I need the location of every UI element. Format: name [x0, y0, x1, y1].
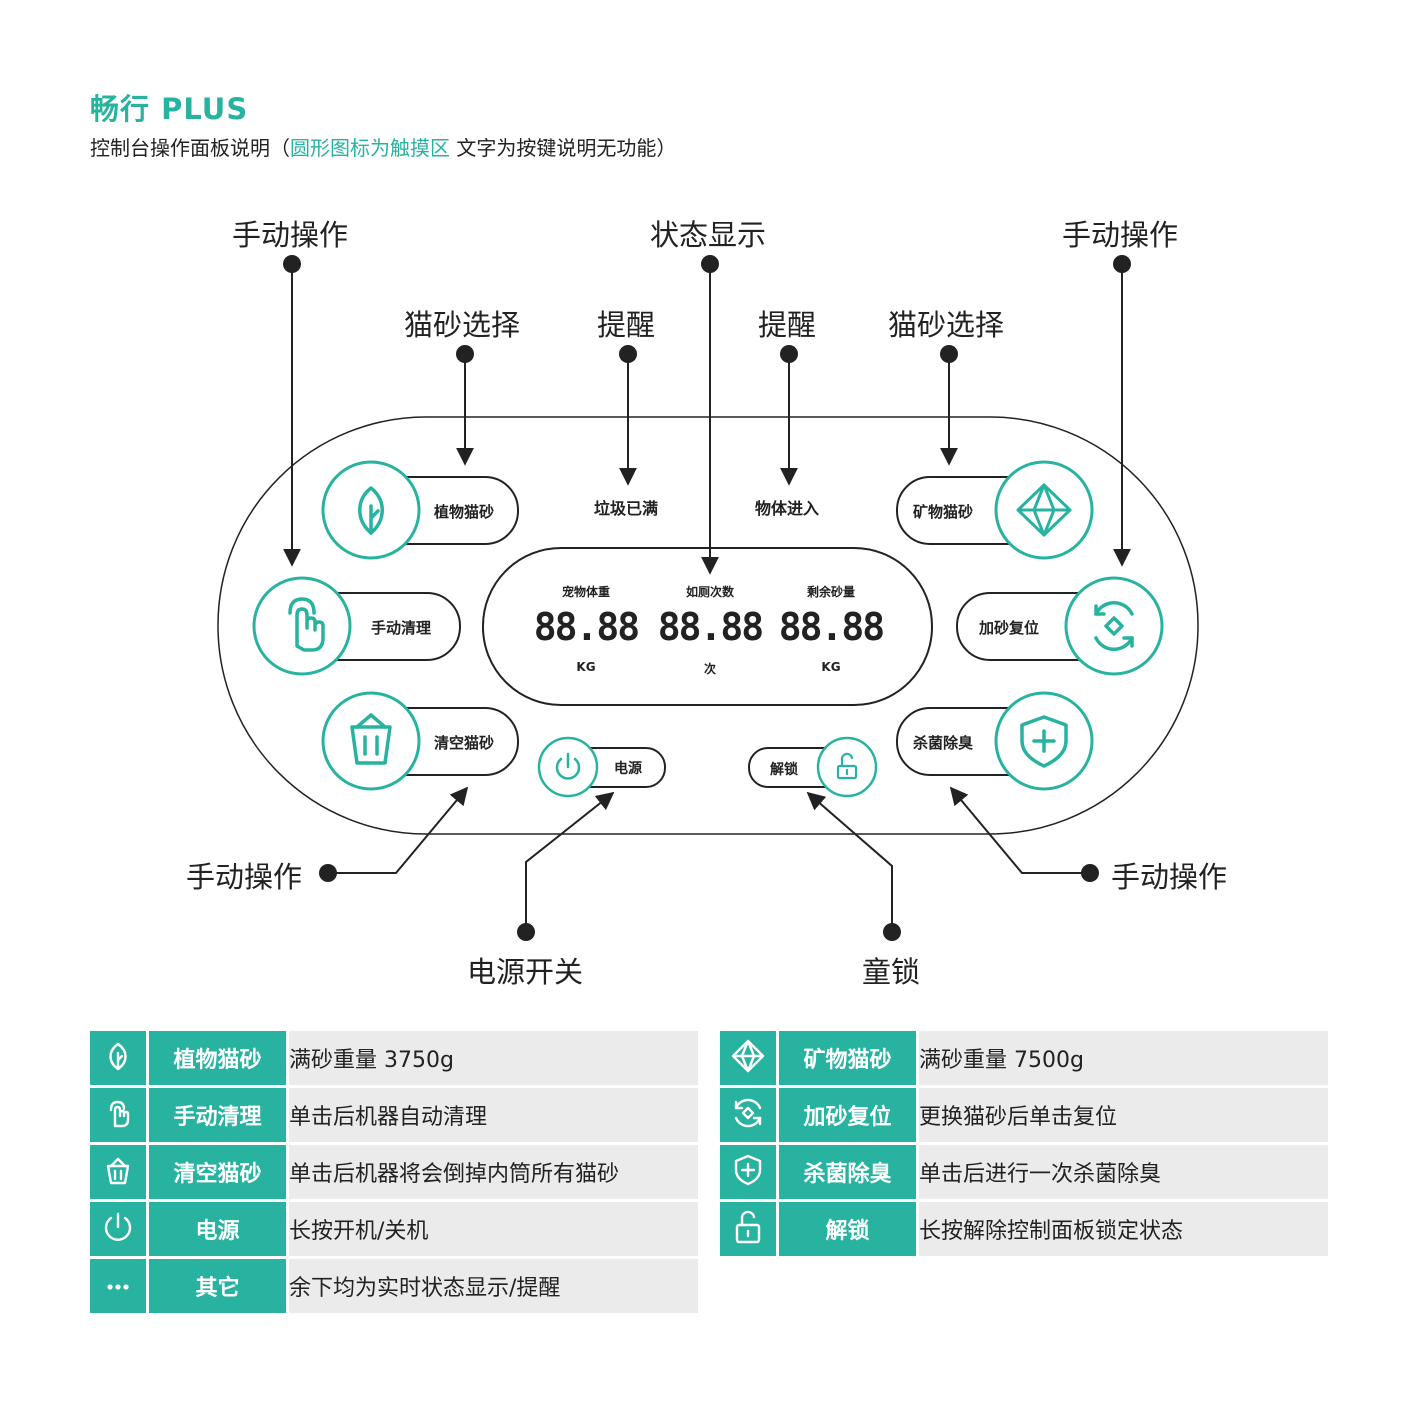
object-enter-indicator: 物体进入	[755, 499, 820, 518]
sterilize-button[interactable]: 杀菌除臭	[913, 734, 974, 752]
legend-name: 其它	[149, 1259, 286, 1313]
plant-litter-button[interactable]: 植物猫砂	[434, 503, 495, 521]
metric-value: 88.88	[778, 605, 885, 649]
manual-clean-shape	[252, 576, 461, 676]
diamond-icon	[731, 1039, 765, 1073]
metric-value: 88.88	[657, 605, 764, 649]
legend-name: 矿物猫砂	[779, 1031, 916, 1085]
shield-plus-icon	[1020, 715, 1068, 768]
table-row: 解锁 长按解除控制面板锁定状态	[720, 1202, 1328, 1256]
legend-desc: 满砂重量 3750g	[289, 1031, 698, 1085]
power-icon	[555, 752, 581, 780]
power-button[interactable]: 电源	[614, 761, 642, 777]
callout-remind-right: 提醒	[758, 308, 817, 342]
legend-name: 解锁	[779, 1202, 916, 1256]
shield-plus-icon	[734, 1154, 762, 1186]
power-icon	[104, 1212, 132, 1241]
table-row: 加砂复位 更换猫砂后单击复位	[720, 1088, 1328, 1142]
panel-diagram	[217, 255, 1199, 941]
legend-desc: 更换猫砂后单击复位	[919, 1088, 1328, 1142]
table-row: 植物猫砂 满砂重量 3750g	[90, 1031, 698, 1085]
legend-icon-cell	[720, 1202, 776, 1256]
subtitle-prefix: 控制台操作面板说明（	[90, 136, 290, 160]
panel-outline	[217, 416, 1199, 835]
empty-litter-shape	[321, 691, 519, 791]
legend-name: 加砂复位	[779, 1088, 916, 1142]
callout-power-switch: 电源开关	[467, 955, 584, 989]
table-row: 其它 余下均为实时状态显示/提醒	[90, 1259, 698, 1313]
leaf-icon	[358, 486, 384, 535]
subtitle-suffix: 文字为按键说明无功能）	[450, 136, 677, 160]
callout-manual-right-bottom: 手动操作	[1111, 860, 1228, 894]
empty-litter-button[interactable]: 清空猫砂	[434, 734, 495, 752]
legend-desc: 余下均为实时状态显示/提醒	[289, 1259, 698, 1313]
legend-desc: 单击后机器自动清理	[289, 1088, 698, 1142]
callout-child-lock: 童锁	[862, 955, 921, 989]
metric-unit: 次	[703, 662, 716, 676]
legend-icon-cell	[90, 1202, 146, 1256]
add-reset-shape	[956, 576, 1164, 676]
legend-desc: 单击后机器将会倒掉内筒所有猫砂	[289, 1145, 698, 1199]
legend-icon-cell	[90, 1088, 146, 1142]
refresh-icon	[1094, 601, 1134, 651]
display-outline	[482, 547, 933, 706]
refresh-icon	[734, 1098, 762, 1128]
bin-full-indicator: 垃圾已满	[594, 499, 659, 518]
unlock-icon	[836, 752, 858, 780]
metric-value: 88.88	[533, 605, 640, 649]
legend-desc: 长按开机/关机	[289, 1202, 698, 1256]
leader-lines	[283, 264, 1131, 932]
legend-name: 电源	[149, 1202, 286, 1256]
table-row: 手动清理 单击后机器自动清理	[90, 1088, 698, 1142]
page-title: 畅行 PLUS	[90, 92, 249, 126]
table-row: 电源 长按开机/关机	[90, 1202, 698, 1256]
legend-icon-cell	[90, 1145, 146, 1199]
callout-status: 状态显示	[650, 218, 767, 252]
legend-icon-cell	[90, 1031, 146, 1085]
legend-icon-cell	[720, 1031, 776, 1085]
trash-icon	[106, 1157, 130, 1185]
legend-name: 杀菌除臭	[779, 1145, 916, 1199]
power-shape	[537, 736, 666, 798]
metric-label: 剩余砂量	[806, 585, 855, 599]
unlock-icon	[735, 1210, 761, 1244]
trash-icon	[350, 713, 392, 765]
legend-desc: 单击后进行一次杀菌除臭	[919, 1145, 1328, 1199]
more-icon	[107, 1283, 129, 1290]
leader-dots	[283, 255, 1131, 941]
legend-icon-cell	[90, 1259, 146, 1313]
legend-desc: 长按解除控制面板锁定状态	[919, 1202, 1328, 1256]
table-row: 清空猫砂 单击后机器将会倒掉内筒所有猫砂	[90, 1145, 698, 1199]
legend-name: 手动清理	[149, 1088, 286, 1142]
legend-name: 清空猫砂	[149, 1145, 286, 1199]
subtitle-highlight: 圆形图标为触摸区	[290, 136, 450, 160]
metric-unit: KG	[821, 660, 841, 674]
callout-manual-right-top: 手动操作	[1062, 218, 1179, 252]
metric-unit: KG	[576, 660, 596, 674]
table-row: 矿物猫砂 满砂重量 7500g	[720, 1031, 1328, 1085]
leaf-icon	[109, 1042, 127, 1071]
legend-name: 植物猫砂	[149, 1031, 286, 1085]
callout-litter-left: 猫砂选择	[404, 308, 521, 342]
mineral-litter-button[interactable]: 矿物猫砂	[913, 503, 974, 521]
legend-icon-cell	[720, 1088, 776, 1142]
manual-clean-button[interactable]: 手动清理	[371, 619, 432, 637]
callout-manual-left-bottom: 手动操作	[186, 860, 303, 894]
unlock-button[interactable]: 解锁	[770, 762, 798, 778]
callout-remind-left: 提醒	[597, 308, 656, 342]
callout-manual-left-top: 手动操作	[232, 218, 349, 252]
legend-desc: 满砂重量 7500g	[919, 1031, 1328, 1085]
table-row: 杀菌除臭 单击后进行一次杀菌除臭	[720, 1145, 1328, 1199]
legend-table-right: 矿物猫砂 满砂重量 7500g 加砂复位 更换猫砂后单击复位 杀菌除臭 单击后进…	[717, 1028, 1331, 1259]
legend-table-left: 植物猫砂 满砂重量 3750g 手动清理 单击后机器自动清理 清空猫砂 单击后机…	[87, 1028, 701, 1316]
hand-tap-icon	[109, 1100, 130, 1128]
legend-icon-cell	[720, 1145, 776, 1199]
hand-tap-icon	[288, 597, 325, 652]
callout-litter-right: 猫砂选择	[888, 308, 1005, 342]
add-reset-button[interactable]: 加砂复位	[979, 619, 1040, 637]
diamond-icon	[1016, 483, 1072, 537]
page-subtitle: 控制台操作面板说明（圆形图标为触摸区 文字为按键说明无功能）	[90, 132, 676, 161]
metric-label: 如厕次数	[685, 585, 734, 599]
metric-label: 宠物体重	[561, 585, 610, 599]
